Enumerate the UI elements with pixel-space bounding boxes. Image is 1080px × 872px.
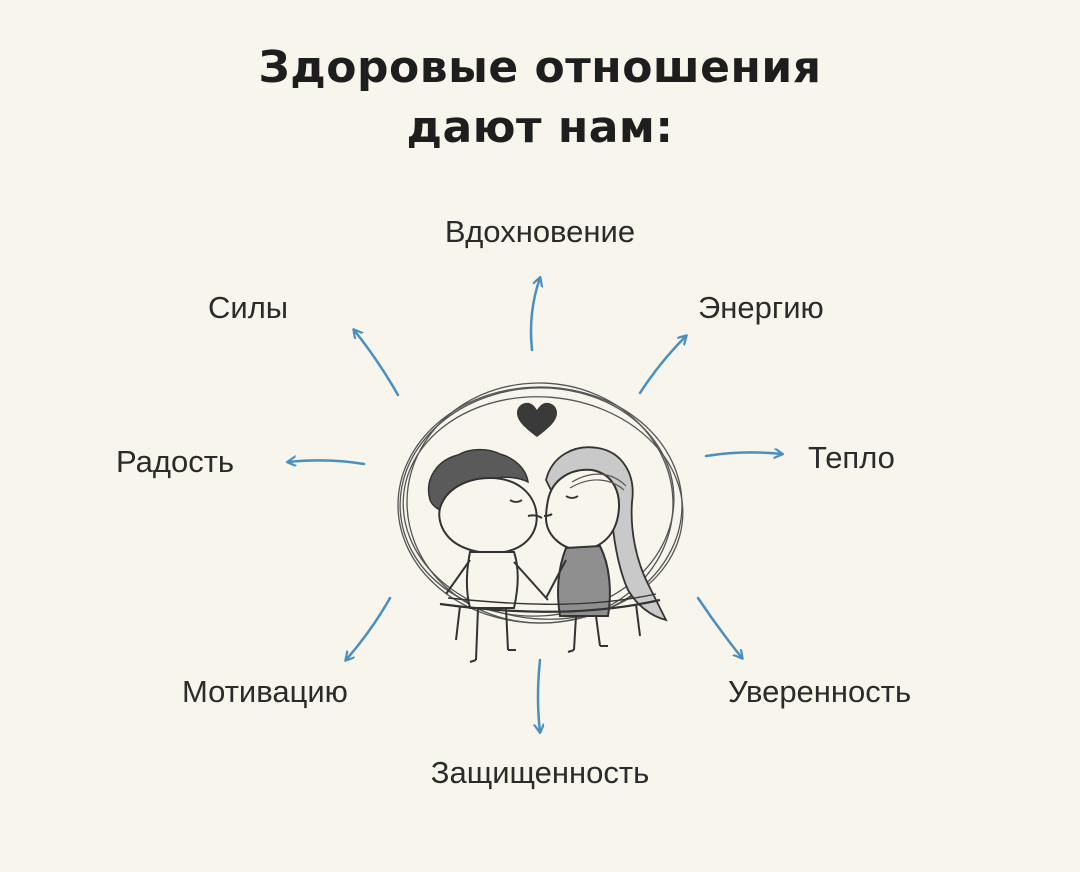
label-strength: Силы [208,290,289,325]
label-inspiration: Вдохновение [444,214,636,249]
arrow-bottom-left [346,596,392,660]
label-motivation: Мотивацию [182,674,348,709]
arrow-top-left [354,330,400,397]
title-line-2: дают нам: [406,102,674,153]
arrow-left [288,460,366,464]
kissing-couple-illustration [397,382,684,663]
heart-icon [517,402,557,437]
label-joy: Радость [116,444,235,479]
arrow-right [704,452,782,456]
arrow-top-right [638,336,686,395]
label-energy: Энергию [698,290,824,325]
arrow-bottom [538,658,540,732]
label-confidence: Уверенность [728,674,912,709]
label-warmth: Тепло [808,440,895,475]
arrow-top [529,278,540,352]
arrow-bottom-right [696,596,742,658]
label-security: Защищенность [430,755,650,790]
title-line-1: Здоровые отношения [258,42,822,93]
